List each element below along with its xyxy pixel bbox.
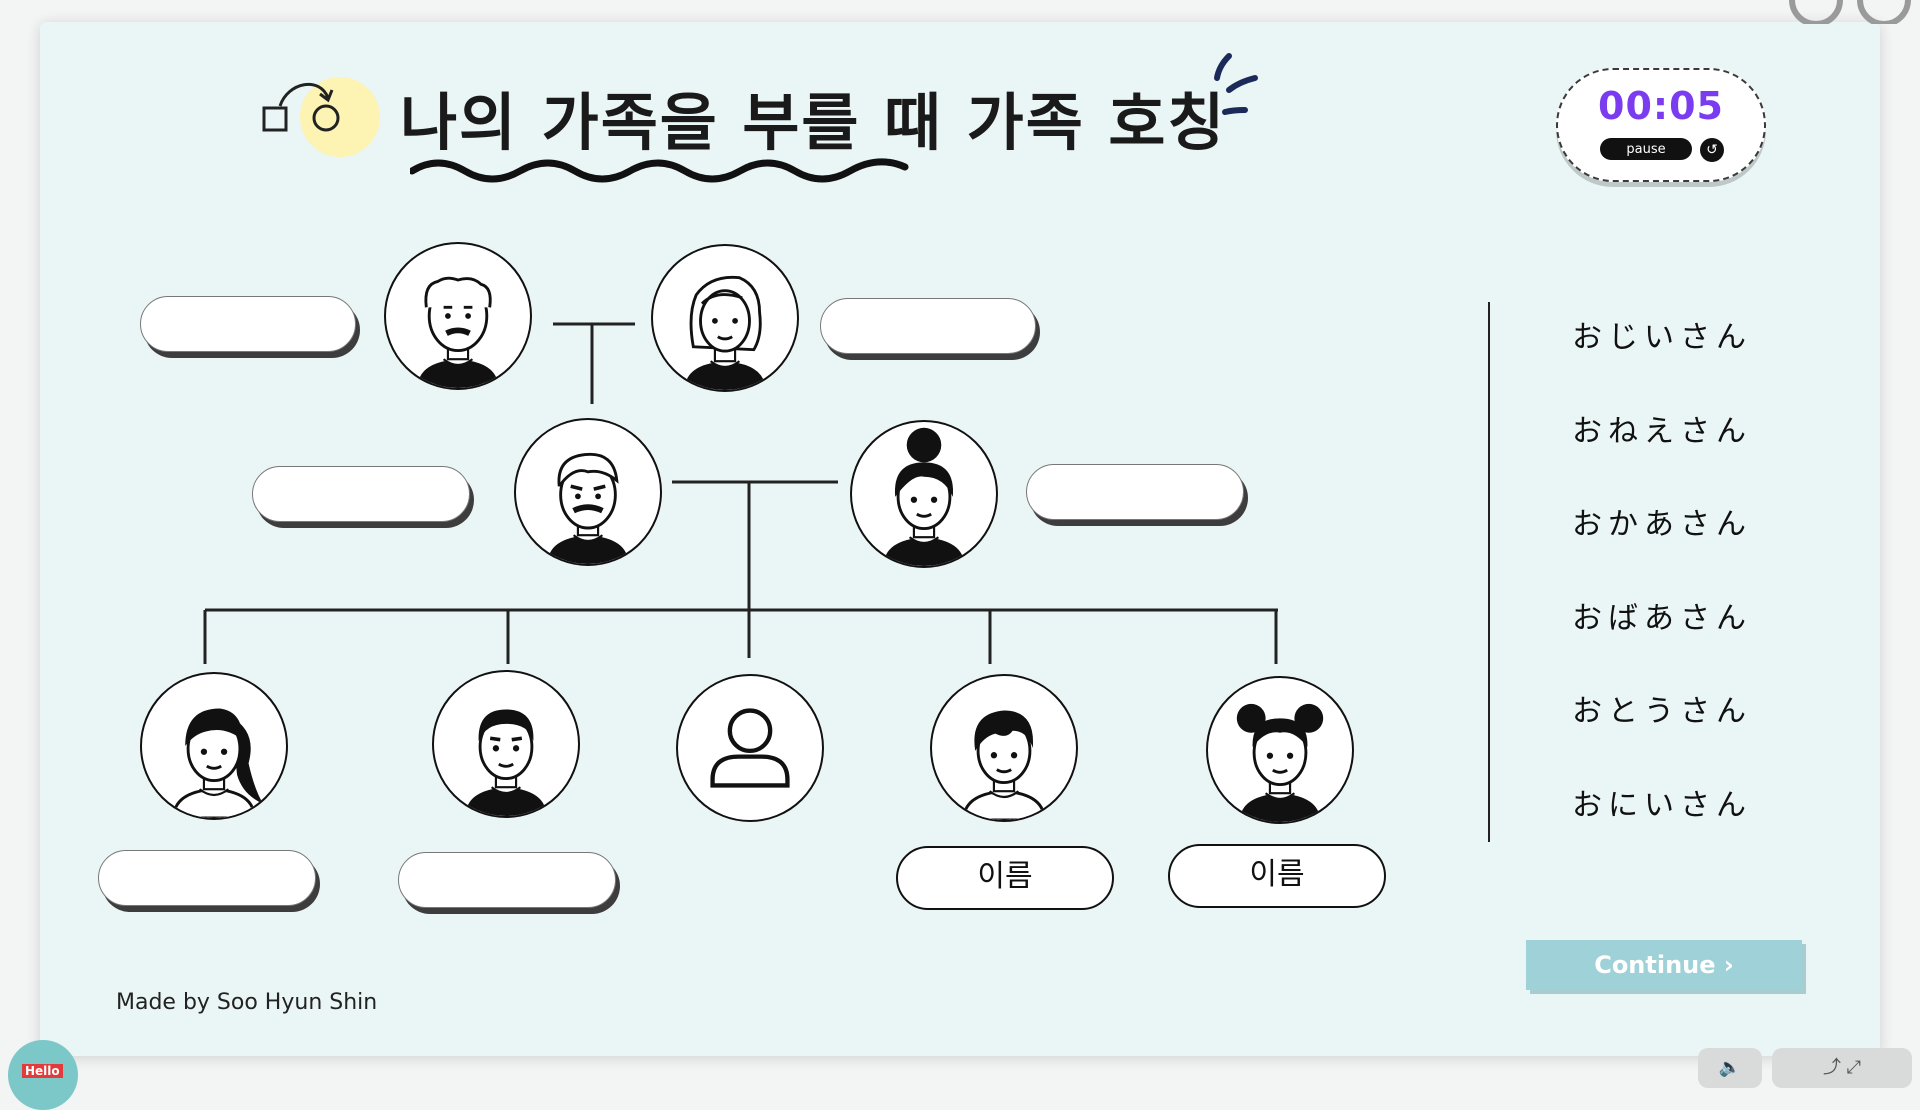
grandfather-avatar [384,242,532,390]
sound-button[interactable]: 🔈 [1698,1048,1762,1088]
mother-avatar [850,420,998,568]
brother-answer-field[interactable] [398,852,616,908]
grandmother-avatar [651,244,799,392]
refresh-shape-icon [262,77,380,157]
hello-badge[interactable]: Hello [8,1040,78,1110]
word-chip[interactable]: おばあさん [1572,600,1752,636]
sister-answer-field[interactable] [98,850,316,906]
word-chip[interactable]: おじいさん [1572,320,1752,355]
word-chip[interactable]: おとうさん [1572,694,1752,729]
word-bank: おじいさん おねえさん おかあさん おばあさん おとうさん おにいさん [1572,312,1752,873]
father-avatar [514,418,662,566]
word-bank-divider [1488,302,1490,842]
title-underline-wave [410,158,909,183]
word-chip[interactable]: おかあさん [1572,507,1752,542]
younger-sister-avatar [1206,676,1354,824]
timer-display: 00:05 [1598,84,1724,128]
sister-avatar [140,672,288,820]
reset-timer-icon[interactable]: ↺ [1700,138,1724,162]
mother-answer-field[interactable] [1026,464,1244,520]
grandmother-answer-field[interactable] [820,298,1036,354]
grandfather-answer-field[interactable] [140,296,356,352]
hello-badge-label: Hello [22,1064,63,1078]
word-chip[interactable]: おにいさん [1572,787,1752,823]
younger-brother-name-field[interactable]: 이름 [896,846,1114,910]
younger-sister-name-field[interactable]: 이름 [1168,844,1386,908]
share-expand-button[interactable]: ⤴ ⤢ [1772,1048,1912,1088]
self-avatar [676,674,824,822]
continue-button[interactable]: Continue › [1526,940,1802,990]
father-answer-field[interactable] [252,466,470,522]
pause-button[interactable]: pause [1600,138,1692,160]
credit-text: Made by Soo Hyun Shin [116,990,378,1015]
page-title: 나의 가족을 부를 때 가족 호칭 [400,86,1227,159]
younger-brother-avatar [930,674,1078,822]
sparkle-icon [1214,53,1258,115]
word-chip[interactable]: おねえさん [1572,413,1752,449]
countdown-timer: 00:05 pause ↺ [1556,68,1766,182]
corner-decor [1789,0,1911,24]
brother-avatar [432,670,580,818]
